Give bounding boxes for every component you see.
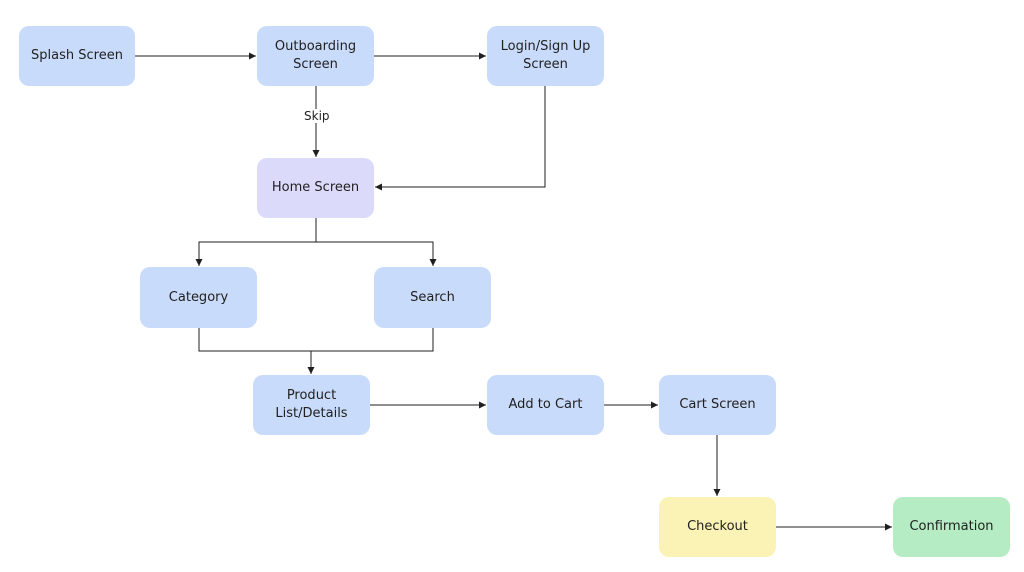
node-outboarding-screen[interactable]: Outboarding Screen xyxy=(257,26,374,86)
edge-home-to-category xyxy=(195,241,316,266)
node-confirmation[interactable]: Confirmation xyxy=(893,497,1010,557)
edge-home-to-search xyxy=(316,241,437,266)
edge-login-to-home xyxy=(375,86,546,191)
node-home-screen[interactable]: Home Screen xyxy=(257,158,374,218)
edge-search-to-product xyxy=(311,328,434,352)
node-category[interactable]: Category xyxy=(140,267,257,328)
node-splash-screen[interactable]: Splash Screen xyxy=(19,26,135,86)
node-login-signup-screen[interactable]: Login/Sign Up Screen xyxy=(487,26,604,86)
node-cart-screen[interactable]: Cart Screen xyxy=(659,375,776,435)
edge-label-skip: Skip xyxy=(302,109,332,123)
edge-category-to-product xyxy=(198,328,311,352)
node-search[interactable]: Search xyxy=(374,267,491,328)
node-product-list-details[interactable]: Product List/Details xyxy=(253,375,370,435)
node-add-to-cart[interactable]: Add to Cart xyxy=(487,375,604,435)
node-checkout[interactable]: Checkout xyxy=(659,497,776,557)
